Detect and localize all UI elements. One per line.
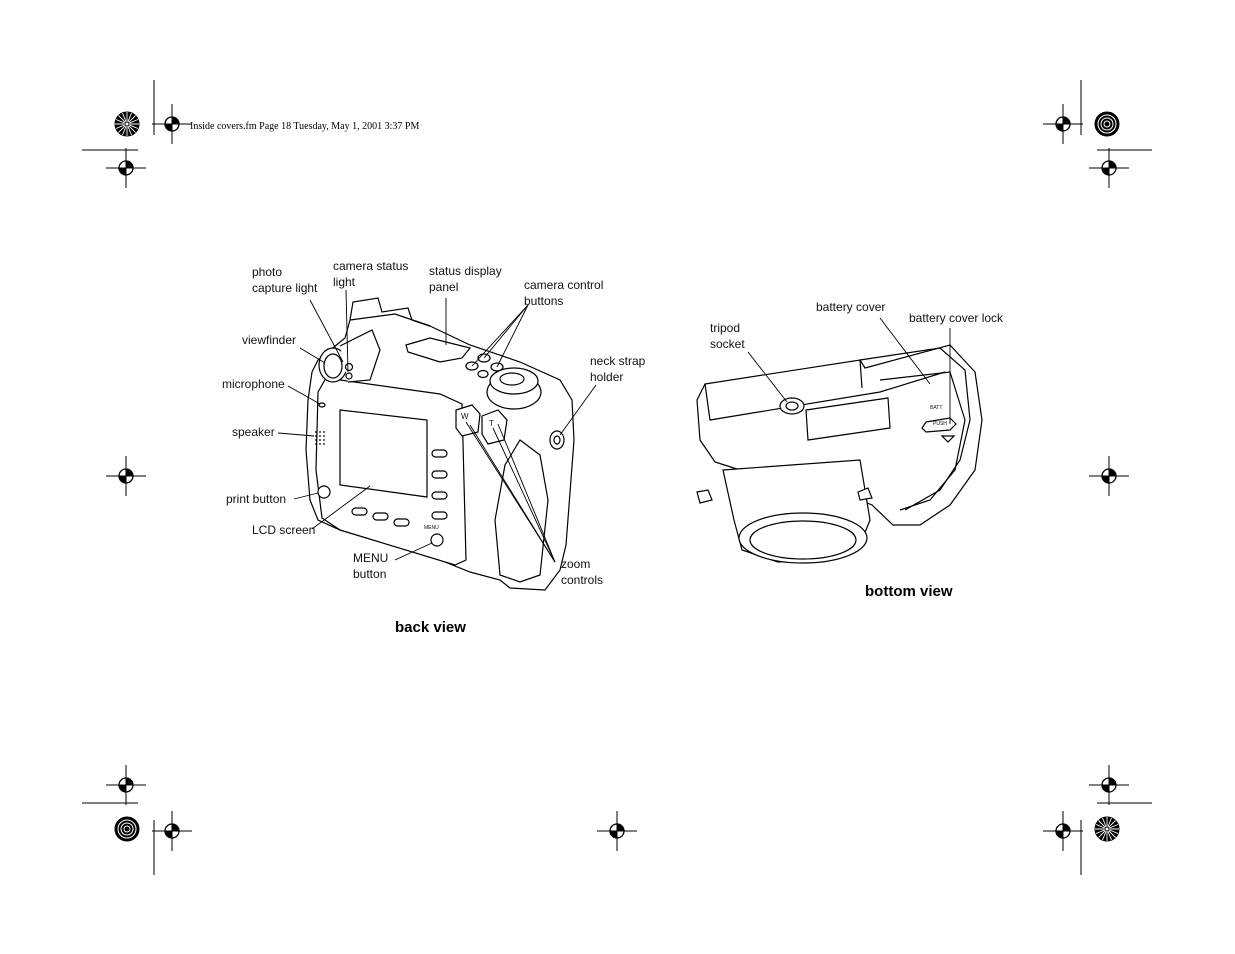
zoom-wide-marking: W xyxy=(461,412,469,421)
label-speaker: speaker xyxy=(232,425,275,439)
bottom-view-leaders xyxy=(747,317,951,424)
registration-marks xyxy=(105,103,1130,852)
label-zoom-controls: zoom controls xyxy=(561,557,604,587)
caption-back-view: back view xyxy=(395,619,466,636)
menu-marking: MENU xyxy=(424,525,439,531)
camera-back-illustration xyxy=(305,297,575,591)
label-lcd-screen: LCD screen xyxy=(252,523,316,537)
crop-marks xyxy=(82,80,1152,875)
back-view-leaders xyxy=(277,289,597,563)
label-viewfinder: viewfinder xyxy=(242,333,297,347)
camera-bottom-illustration xyxy=(696,344,983,564)
label-print-button: print button xyxy=(226,492,287,506)
zoom-tele-marking: T xyxy=(489,419,494,428)
label-microphone: microphone xyxy=(222,377,285,391)
batt-marking: BATT xyxy=(930,405,943,411)
label-battery-cover: battery cover xyxy=(816,300,886,314)
label-camera-control-buttons: camera control buttons xyxy=(524,278,604,308)
push-marking: PUSH xyxy=(933,421,947,427)
label-photo-capture-light: photo capture light xyxy=(252,265,318,295)
label-neck-strap-holder: neck strap holder xyxy=(590,354,646,384)
label-camera-status-light: camera status light xyxy=(333,259,409,289)
label-battery-cover-lock: battery cover lock xyxy=(909,311,1004,325)
label-tripod-socket: tripod socket xyxy=(710,321,745,351)
label-menu-button: MENU button xyxy=(353,551,389,581)
caption-bottom-view: bottom view xyxy=(865,583,953,600)
file-header: Inside covers.fm Page 18 Tuesday, May 1,… xyxy=(190,121,420,132)
label-status-display-panel: status display panel xyxy=(429,264,502,294)
